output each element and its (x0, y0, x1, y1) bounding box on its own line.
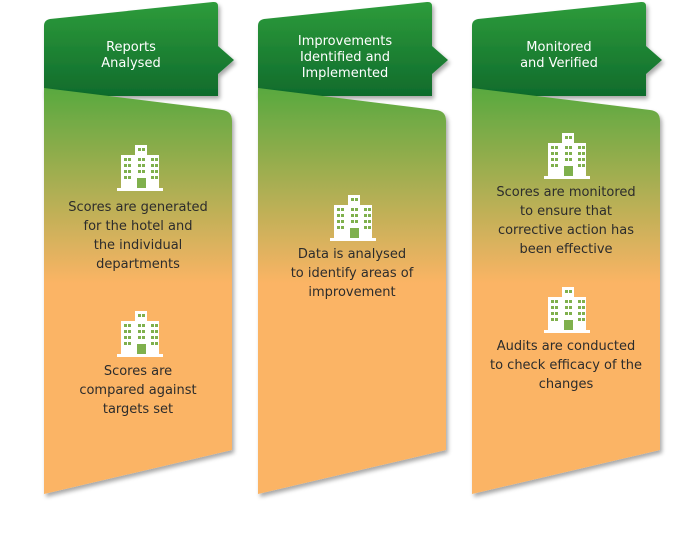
stage-1-header (44, 1, 234, 97)
stage-1-panel (44, 88, 232, 494)
stage-1-item-2-text: Scores are compared against targets set (79, 364, 197, 417)
stage-1-item-1-text: Scores are generated for the hotel and t… (68, 200, 208, 272)
stage-1-title: Reports Analysed (101, 40, 161, 71)
stage-3-item-2-text: Audits are conducted to check efficacy o… (489, 339, 643, 392)
stage-2-item-1-text: Data is analysed to identify areas of im… (290, 247, 414, 300)
stage-column-1 (44, 1, 234, 494)
stage-3-title: Monitored and Verified (520, 40, 598, 71)
stage-column-2 (258, 1, 448, 494)
stage-3-item-1-text: Scores are monitored to ensure that corr… (496, 185, 636, 257)
stage-2-header (258, 1, 448, 97)
stage-2-panel (258, 88, 446, 494)
stage-3-header (472, 1, 662, 97)
stage-2-title: Improvements Identified and Implemented (297, 34, 393, 81)
stage-column-3 (472, 1, 662, 494)
